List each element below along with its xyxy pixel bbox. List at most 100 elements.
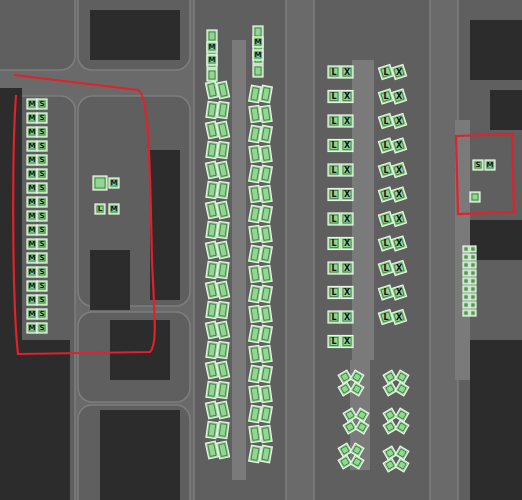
gate-outline [262, 328, 270, 341]
gate-size-letter: L [381, 263, 392, 274]
gate-stand [249, 185, 261, 202]
gate-stand [343, 420, 357, 434]
gate-stand [328, 66, 340, 78]
gate-size-letter: X [394, 67, 405, 78]
gate-stand [27, 295, 37, 305]
gate-size-letter: M [27, 211, 38, 222]
gate-stand [355, 408, 369, 422]
gate-size-letter: L [329, 238, 340, 249]
gate-outline [398, 373, 406, 381]
apron-block [78, 405, 190, 500]
gate-outline [262, 408, 270, 421]
gate-outline [251, 88, 259, 101]
gate-size-letter: M [485, 160, 496, 171]
gate-stand [328, 91, 340, 103]
gate-outline [208, 84, 216, 97]
gate-stand [109, 178, 119, 188]
gate-stand [350, 455, 364, 469]
gate-size-letter: X [342, 116, 353, 127]
gate-stand [260, 225, 272, 242]
gate-size-letter: M [207, 42, 218, 53]
gate-outline [394, 312, 404, 322]
gate-size-letter: X [394, 238, 405, 249]
gate-stand [391, 138, 406, 153]
gate-size-letter: S [37, 113, 48, 124]
gate-stand [27, 113, 37, 123]
gate-outline [353, 446, 361, 454]
gate-stand [27, 155, 37, 165]
gate-stand [378, 113, 393, 128]
gate-stand [253, 65, 263, 77]
gate-size-letter: S [37, 253, 48, 264]
gate-size-letter: L [381, 189, 392, 200]
gate-stand [37, 239, 47, 249]
gate-outline [208, 124, 216, 137]
gate-size-letter: L [329, 91, 340, 102]
gate-size-letter: S [37, 197, 48, 208]
gate-outline [394, 140, 404, 150]
gate-outline [251, 308, 259, 321]
gate-size-letter: M [27, 253, 38, 264]
gate-stand [350, 443, 364, 457]
gate-outline [219, 304, 227, 317]
gate-stand [470, 192, 480, 202]
gate-stand [216, 401, 229, 419]
gate-outline [262, 448, 270, 461]
apron-block [0, 0, 75, 70]
gate-stand [93, 176, 107, 190]
gate-outline [251, 428, 259, 441]
gate-outline [208, 304, 216, 317]
gate-stand [207, 30, 217, 42]
gate-stand [463, 302, 469, 308]
gate-stand [383, 458, 397, 472]
gate-size-letter: L [381, 287, 392, 298]
gate-stand [383, 370, 397, 384]
gate-outline [353, 373, 361, 381]
gate-outline [358, 423, 366, 431]
gate-outline [394, 91, 404, 101]
gate-outline [262, 428, 270, 441]
gate-stand [470, 270, 476, 276]
gate-outline [465, 296, 467, 298]
gate-stand [95, 204, 105, 214]
gate-outline [465, 256, 467, 258]
gate-stand [217, 381, 229, 398]
gate-outline [208, 384, 216, 397]
gate-outline [262, 368, 270, 381]
gate-outline [262, 108, 270, 121]
gate-outline [219, 284, 227, 297]
gate-size-letter: S [37, 239, 48, 250]
highlight-outline [456, 134, 514, 214]
gate-size-letter: M [207, 55, 218, 66]
gate-outline [219, 444, 227, 457]
gate-outline [394, 238, 404, 248]
gate-outline [208, 204, 216, 217]
gate-outline [386, 373, 394, 381]
gate-outline [381, 116, 391, 126]
apron-block [78, 0, 190, 70]
gate-stand [206, 261, 218, 278]
gate-size-letter: M [27, 281, 38, 292]
gate-outline [472, 312, 474, 314]
gate-stand [260, 445, 273, 462]
gate-stand [328, 262, 340, 274]
gate-stand [355, 420, 369, 434]
gate-outline [219, 104, 227, 117]
gate-stand [27, 169, 37, 179]
gate-size-letter: X [394, 91, 405, 102]
gate-outline [251, 128, 259, 141]
gate-outline [398, 385, 406, 393]
gate-outline [386, 423, 394, 431]
gate-size-letter: X [342, 238, 353, 249]
gate-outline [219, 324, 227, 337]
gate-stand [37, 295, 47, 305]
gate-stand [37, 197, 47, 207]
gate-size-letter: X [342, 91, 353, 102]
gate-stand [391, 113, 406, 128]
gate-stand [27, 197, 37, 207]
gate-stand [37, 113, 47, 123]
gate-outline [208, 264, 216, 277]
gate-stand [249, 345, 261, 362]
gate-stand [395, 458, 409, 472]
gate-outline [219, 144, 227, 157]
